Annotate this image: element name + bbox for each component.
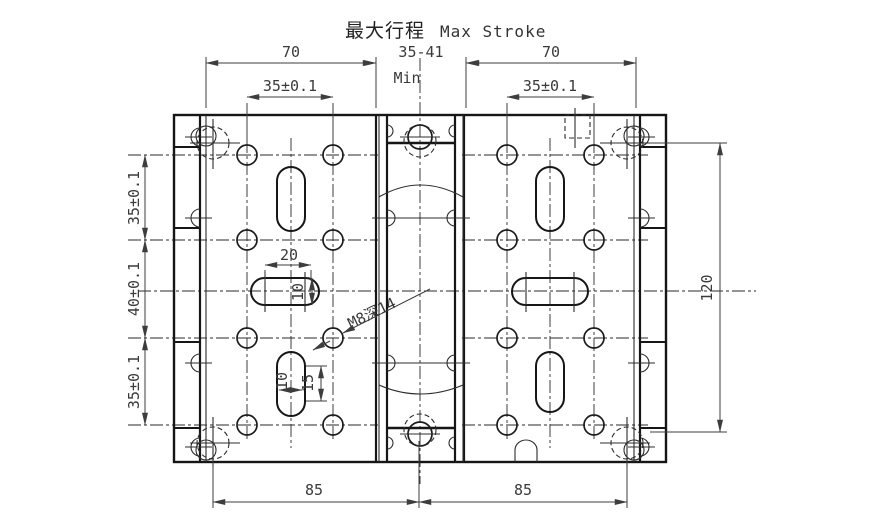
dim-text-120: 120 [698,274,716,301]
dim-text-10-lower: 10 [273,372,291,390]
upper-vertical-slot [276,166,306,232]
title-chinese: 最大行程 [345,20,425,42]
hidden-key-slot [564,114,591,139]
dim-text-85-right: 85 [514,481,532,499]
dim-text-side-mid: 40±0.1 [125,262,143,316]
body-outline [172,113,668,464]
horizontal-slot [511,277,589,306]
horizontal-slot [250,277,320,306]
dim-lower-slot: 10 15 [273,365,327,402]
dim-text-70-left: 70 [282,43,300,61]
right-jaw-plate [496,108,605,462]
dim-text-10-upper: 10 [289,283,307,301]
dim-side-chain: 35±0.1 40±0.1 35±0.1 [125,154,148,426]
lower-arc [378,384,464,395]
bottom-tab [514,439,538,462]
dim-bottom-spans: 85 85 [212,441,628,508]
title-english: Max Stroke [440,22,546,41]
dim-text-side-top: 35±0.1 [125,171,143,225]
dim-upper-slot: 20 10 [264,246,315,306]
drawing-title: 最大行程 Max Stroke [345,20,546,42]
dim-text-side-bottom: 35±0.1 [125,355,143,409]
upper-arc [378,184,464,198]
upper-vertical-slot [535,166,565,232]
left-rail [174,127,212,457]
center-body [372,115,470,462]
dim-left-hole-span: 35±0.1 [246,77,334,144]
dim-stroke-35-41: 35-41 Min [348,43,494,108]
dim-text-15: 15 [299,374,317,392]
centerlines [128,58,756,484]
dim-body-height-120: 120 [650,142,727,433]
dim-text-70-right: 70 [542,43,560,61]
thread-callout: M8深14 [312,288,431,351]
left-jaw-plate [236,144,344,436]
dim-text-thread: M8深14 [345,294,399,333]
dim-top-left-70: 70 [205,43,377,108]
dim-text-stroke-min: Min [393,69,420,87]
dim-text-stroke-range: 35-41 [398,43,443,61]
dim-right-hole-span: 35±0.1 [506,77,595,144]
dim-top-right-70: 70 [465,43,637,108]
dim-text-85-left: 85 [305,481,323,499]
dim-text-20: 20 [280,246,298,264]
lower-vertical-slot [535,351,565,413]
right-rail [628,127,666,457]
lower-vertical-slot [276,351,306,417]
dim-text-35-left: 35±0.1 [263,77,317,95]
dim-text-35-right: 35±0.1 [523,77,577,95]
